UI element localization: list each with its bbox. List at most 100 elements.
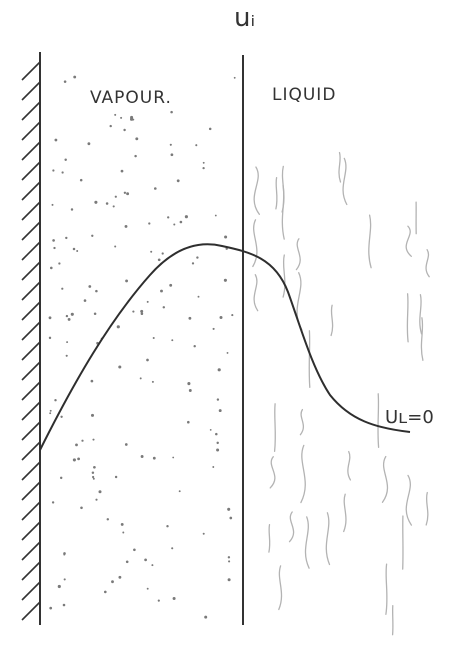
vapour-dot (176, 179, 180, 183)
vapour-dot (173, 223, 176, 226)
turbulence-squiggle (419, 294, 423, 335)
vapour-dot (123, 191, 127, 194)
vapour-dot (90, 413, 95, 417)
hatch-mark (21, 441, 41, 461)
vapour-dot (172, 456, 175, 459)
hatch-mark (21, 541, 41, 561)
vapour-dot (132, 310, 135, 313)
turbulence-squiggle (377, 393, 380, 448)
vapour-dot (231, 314, 234, 317)
hatch-mark (21, 421, 41, 441)
vapour-dot (169, 283, 173, 287)
turbulence-squiggle (288, 511, 295, 543)
turbulence-squiggle (268, 524, 271, 553)
hatch-mark (21, 161, 41, 181)
turbulence-squiggle (405, 225, 412, 257)
vapour-dot (70, 208, 74, 211)
vapour-dot (216, 441, 219, 445)
vapour-dot (184, 215, 188, 219)
vapour-dot (218, 409, 222, 413)
vapour-dot (65, 236, 68, 240)
vapour-dot (224, 235, 228, 239)
hatch-mark (21, 61, 41, 81)
vapour-dot (70, 312, 74, 316)
turbulence-squiggle (269, 456, 276, 489)
vapour-label: VAPOUR. (90, 88, 172, 108)
turbulence-squiggle (325, 512, 331, 566)
vapour-dot (214, 214, 217, 217)
vapour-dot (124, 224, 128, 228)
vapour-dot (61, 171, 64, 174)
hatch-mark (21, 141, 41, 161)
turbulence-squiggle (330, 304, 334, 337)
vapour-dot (170, 153, 174, 157)
vapour-dot (140, 312, 144, 315)
vapour-dot (75, 443, 78, 447)
vapour-dot (120, 116, 123, 119)
vapour-dot (153, 187, 157, 190)
turbulence-squiggle (304, 516, 310, 569)
vapour-dot (77, 457, 80, 461)
vapour-dot (196, 256, 199, 259)
vapour-dot (90, 379, 94, 383)
vapour-dot (57, 584, 61, 589)
vapour-dot (91, 471, 95, 475)
vapour-dot (227, 507, 231, 511)
vapour-dot (202, 161, 205, 164)
vapour-dot (157, 258, 161, 262)
vapour-dot (160, 289, 163, 293)
vapour-dot (49, 412, 52, 415)
turbulence-squiggle (300, 444, 306, 504)
vapour-dot (202, 166, 205, 170)
vapour-dot (187, 382, 191, 386)
hatch-mark (21, 201, 41, 221)
hatch-mark (21, 581, 41, 601)
vapour-dot (54, 138, 58, 142)
vapour-dot (120, 169, 124, 173)
vapour-dot (212, 466, 215, 468)
hatch-mark (21, 401, 41, 421)
vapour-dot (152, 336, 155, 340)
vapour-dot (53, 246, 56, 250)
vapour-dot (103, 590, 107, 594)
vapour-dot (52, 239, 55, 242)
vapour-dot (83, 299, 87, 302)
vapour-dot (216, 398, 220, 401)
vapour-dot (114, 195, 117, 198)
vapour-dot (125, 279, 129, 283)
hatch-mark (21, 361, 41, 381)
hatch-mark (21, 181, 41, 201)
vapour-dot (171, 547, 174, 550)
turbulence-squiggle (385, 563, 388, 615)
turbulence-squiggle (406, 293, 409, 343)
vapour-dot (48, 336, 52, 340)
vapour-dot (202, 532, 205, 535)
vapour-dot (109, 124, 112, 128)
vapour-dot (146, 358, 149, 362)
vapour-dot (204, 615, 208, 619)
turbulence-squiggle (425, 491, 429, 526)
hatch-mark (21, 561, 41, 581)
turbulence-squiggle (252, 219, 258, 268)
vapour-dot (72, 458, 76, 462)
velocity-profile-curve (39, 243, 411, 451)
vapour-dot (64, 158, 67, 161)
vapour-dot (114, 245, 117, 248)
vapour-dot (151, 380, 154, 383)
vapour-dot (157, 599, 160, 602)
turbulence-squiggle (278, 565, 283, 611)
turbulence-squiggle (308, 330, 311, 388)
vapour-dot (144, 558, 147, 562)
hatch-mark (21, 501, 41, 521)
vapour-dot (93, 465, 96, 469)
vapour-dot (76, 250, 79, 252)
vapour-dot (140, 309, 144, 313)
vapour-dot (91, 234, 94, 237)
vapour-dot (140, 455, 144, 458)
liquid-velocity-label: Uʟ=0 (385, 407, 434, 428)
vapour-dot (106, 518, 110, 521)
turbulence-squiggle (253, 166, 260, 215)
vapour-dot (197, 295, 200, 298)
vapour-dot (228, 560, 231, 563)
vapour-dot (95, 498, 98, 501)
